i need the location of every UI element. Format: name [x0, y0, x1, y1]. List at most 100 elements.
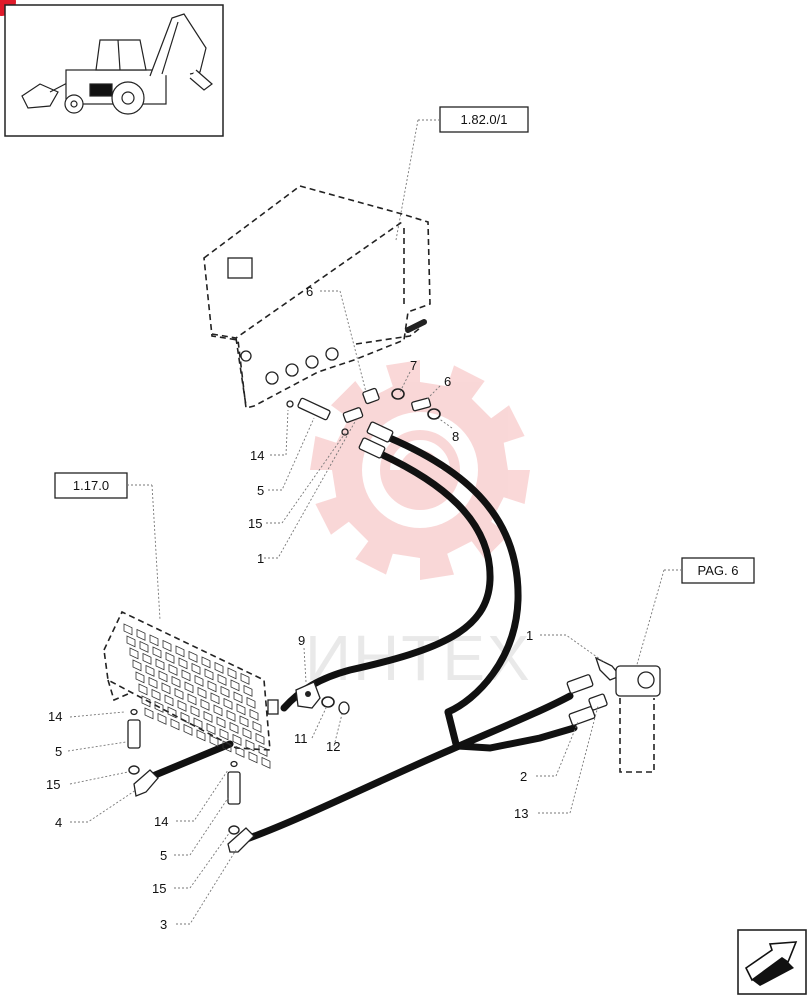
o-ring: [341, 428, 349, 436]
callout-5[interactable]: 5: [160, 848, 167, 863]
callout-5[interactable]: 5: [257, 483, 264, 498]
callout-3[interactable]: 3: [160, 917, 167, 932]
cooler-fin: [187, 693, 197, 706]
ref-box-pag-6[interactable]: PAG. 6: [681, 557, 755, 584]
valve-port: [240, 350, 252, 362]
cooler-fin: [135, 671, 145, 684]
callout-14[interactable]: 14: [250, 448, 264, 463]
cooler-fin: [152, 646, 162, 659]
elbow-fitting: [227, 827, 255, 853]
valve-fitting: [227, 257, 253, 279]
cooler-fin: [209, 734, 219, 747]
cooler-fin: [214, 661, 224, 674]
cooler-fin: [181, 669, 191, 682]
hose-end: [566, 674, 594, 694]
callout-4[interactable]: 4: [55, 815, 62, 830]
cooler-fin: [145, 664, 155, 677]
o-ring: [286, 400, 294, 408]
adapter-fitting: [588, 693, 608, 711]
callout-6[interactable]: 6: [444, 374, 451, 389]
callout-6[interactable]: 6: [306, 284, 313, 299]
cooler-fin: [207, 680, 217, 693]
hose-fittings: [133, 421, 622, 853]
cooler-fin: [148, 676, 158, 689]
leader-line: [268, 417, 315, 491]
oil-cooler: [103, 610, 279, 769]
cooler-fin: [239, 715, 249, 728]
adapter-fitting: [411, 397, 432, 412]
callout-14[interactable]: 14: [48, 709, 62, 724]
adapter-fitting: [342, 407, 364, 423]
hydraulic-filter: [615, 665, 661, 773]
cooler-fin: [226, 709, 236, 722]
leader-line: [174, 797, 229, 856]
o-ring: [128, 765, 140, 775]
callout-14[interactable]: 14: [154, 814, 168, 829]
ref-box-1-82-0-1[interactable]: 1.82.0/1: [439, 106, 529, 133]
cooler-fin: [149, 634, 159, 647]
cooler-fin: [170, 718, 180, 731]
callout-12[interactable]: 12: [326, 739, 340, 754]
callout-7[interactable]: 7: [410, 358, 417, 373]
cooler-fin: [155, 658, 165, 671]
cooler-fin: [213, 704, 223, 717]
hose-return: [444, 708, 460, 748]
cooler-fin: [206, 722, 216, 735]
callout-1[interactable]: 1: [526, 628, 533, 643]
cooler-fin: [232, 733, 242, 746]
leader-line: [320, 290, 367, 393]
cooler-fin: [158, 670, 168, 683]
leader-line: [538, 705, 599, 814]
cooler-fin: [240, 672, 250, 685]
cooler-fin: [230, 679, 240, 692]
hose-end: [366, 421, 394, 443]
leader-line: [635, 569, 665, 669]
leader-line: [425, 385, 441, 401]
cooler-fin: [235, 745, 245, 758]
cooler-fin: [217, 673, 227, 686]
elbow-fitting: [133, 769, 159, 797]
cooler-fin: [138, 683, 148, 696]
cooler-fin: [220, 685, 230, 698]
hose-bracket: [295, 681, 321, 709]
callout-5[interactable]: 5: [55, 744, 62, 759]
cooler-port: [267, 699, 279, 715]
ref-box-label: 1.17.0: [73, 478, 109, 493]
leader-line: [303, 647, 307, 683]
watermark-text: ИНТЕХ: [305, 622, 532, 694]
cooler-fin: [242, 727, 252, 740]
hose-long: [240, 692, 574, 844]
cooler-fin: [190, 705, 200, 718]
callout-15[interactable]: 15: [152, 881, 166, 896]
cooler-fin: [204, 668, 214, 681]
callout-15[interactable]: 15: [46, 777, 60, 792]
machine-thumbnail[interactable]: [4, 4, 224, 137]
next-page-button[interactable]: [737, 929, 807, 995]
cooler-fin: [200, 698, 210, 711]
callout-2[interactable]: 2: [520, 769, 527, 784]
callout-9[interactable]: 9: [298, 633, 305, 648]
valve-fittings: [286, 387, 441, 436]
hose-end: [568, 706, 596, 726]
hose-cooler-out: [144, 740, 234, 782]
cooler-fin: [183, 723, 193, 736]
ref-box-1-17-0[interactable]: 1.17.0: [54, 472, 128, 499]
leader-line: [151, 484, 161, 621]
cooler-fin: [255, 732, 265, 745]
control-valve-block: [203, 185, 431, 409]
washer: [321, 696, 335, 708]
leader-line: [176, 769, 229, 822]
hose-return: [454, 724, 578, 752]
adapter-fitting: [227, 771, 241, 805]
callout-1[interactable]: 1: [257, 551, 264, 566]
leader-line: [311, 707, 327, 739]
callout-8[interactable]: 8: [452, 429, 459, 444]
cooler-fin: [126, 635, 136, 648]
callout-15[interactable]: 15: [248, 516, 262, 531]
hose-right: [376, 430, 522, 716]
cooler-fin: [248, 751, 258, 764]
callout-13[interactable]: 13: [514, 806, 528, 821]
callout-11[interactable]: 11: [294, 731, 308, 746]
cooler-fin: [261, 756, 271, 769]
